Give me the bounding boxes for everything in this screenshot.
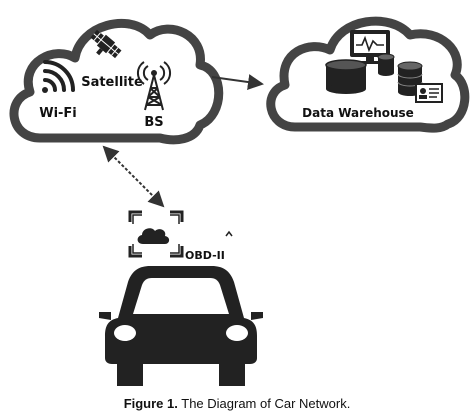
obd-label-caret xyxy=(225,230,233,237)
cell-tower-icon xyxy=(137,61,171,111)
cloud-link-arrow xyxy=(211,74,264,90)
wifi-icon xyxy=(42,60,75,93)
car-icon xyxy=(99,266,263,386)
satellite-label: Satellite xyxy=(81,75,143,90)
caption-prefix: Figure 1. xyxy=(123,396,178,411)
database-icon xyxy=(377,53,395,76)
network-cloud xyxy=(9,18,224,145)
database-icon xyxy=(397,61,423,96)
wifi-label: Wi-Fi xyxy=(39,106,77,121)
monitor-icon xyxy=(350,30,390,64)
id-card-icon xyxy=(415,83,443,103)
bs-label: BS xyxy=(144,115,163,130)
figure-caption: Figure 1. The Diagram of Car Network. xyxy=(0,396,474,411)
satellite-icon xyxy=(90,29,122,59)
caption-text: The Diagram of Car Network. xyxy=(177,396,351,411)
warehouse-label: Data Warehouse xyxy=(302,106,414,120)
obd-label: OBD-II xyxy=(185,249,225,262)
database-icon xyxy=(325,59,367,94)
car-network-diagram: Wi-Fi Satellite BS xyxy=(9,16,470,386)
device-link-arrow xyxy=(102,145,165,208)
cloud-chip-icon xyxy=(128,210,184,258)
